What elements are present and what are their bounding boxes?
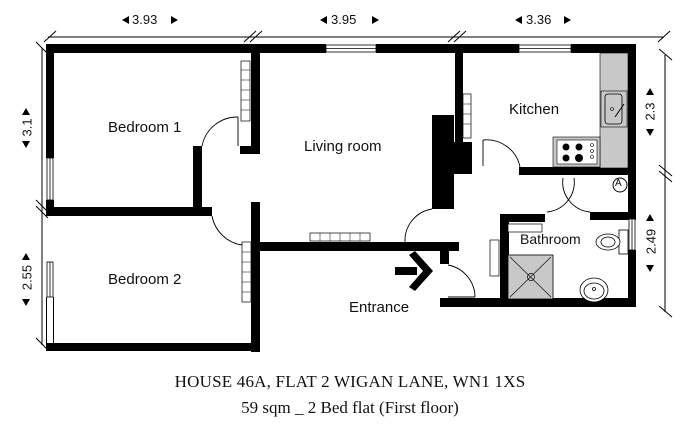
washbasin bbox=[579, 277, 609, 303]
dimension-arrows bbox=[22, 16, 654, 306]
toilet bbox=[595, 229, 629, 255]
boiler-marker bbox=[612, 177, 628, 193]
dimension-top-bedroom-1: 3.93 bbox=[132, 12, 158, 27]
walls bbox=[46, 44, 636, 352]
windows bbox=[46, 44, 636, 343]
dimension-right-kitchen: 2.3 bbox=[642, 102, 658, 121]
room-label-kitchen: Kitchen bbox=[509, 101, 560, 118]
room-label-bathroom: Bathroom bbox=[520, 231, 581, 247]
shower-tray bbox=[507, 254, 554, 300]
floor-plan bbox=[22, 16, 673, 352]
kitchen-counter bbox=[599, 52, 629, 169]
radiators bbox=[240, 60, 543, 303]
dimension-top-kitchen: 3.36 bbox=[526, 12, 552, 27]
entrance-arrow-icon bbox=[395, 251, 433, 291]
summary-caption: 59 sqm _ 2 Bed flat (First floor) bbox=[241, 398, 459, 417]
room-label-bedroom-2: Bedroom 2 bbox=[108, 271, 182, 288]
dimension-top-living-room: 3.95 bbox=[331, 12, 357, 27]
address-caption: HOUSE 46A, FLAT 2 WIGAN LANE, WN1 1XS bbox=[174, 372, 526, 391]
dimension-left-bedroom-1: 3.1 bbox=[19, 118, 35, 137]
radiator-fins bbox=[241, 69, 471, 293]
room-label-living-room: Living room bbox=[304, 138, 382, 155]
room-label-bedroom-1: Bedroom 1 bbox=[108, 119, 182, 136]
door-swings bbox=[201, 116, 591, 298]
dimension-left-bedroom-2: 2.55 bbox=[19, 264, 35, 291]
dimension-lines bbox=[35, 30, 673, 351]
dimension-right-bathroom: 2.49 bbox=[643, 228, 659, 255]
room-label-entrance: Entrance bbox=[349, 299, 410, 316]
boiler-letter: A bbox=[615, 178, 622, 189]
hob bbox=[552, 136, 601, 168]
